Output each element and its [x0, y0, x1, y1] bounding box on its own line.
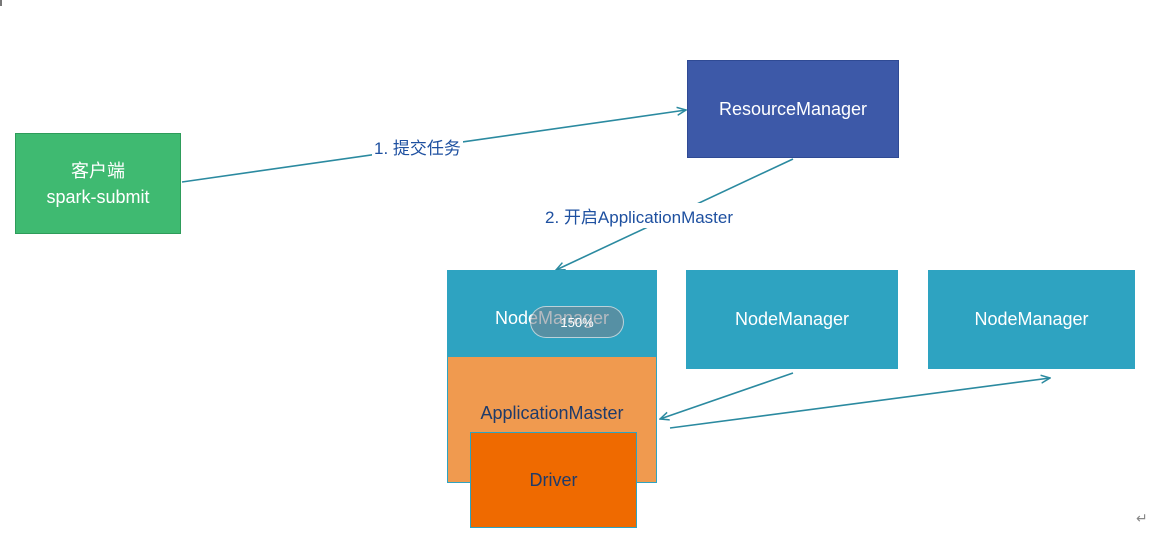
client-node: 客户端 spark-submit [15, 133, 181, 234]
client-title: 客户端 [71, 160, 125, 181]
edge-label-start-am: 2. 开启ApplicationMaster [543, 203, 736, 228]
application-master-label: ApplicationMaster [480, 403, 624, 423]
node-manager-3-label: NodeManager [974, 309, 1089, 329]
node-manager-2-label: NodeManager [734, 309, 850, 329]
client-subtitle: spark-submit [46, 186, 150, 207]
edge-label-submit: 1. 提交任务 [372, 134, 463, 159]
node-manager-3: NodeManager [928, 270, 1135, 369]
node-manager-2: NodeManager [686, 270, 898, 369]
resource-manager-label: ResourceManager [718, 98, 868, 119]
return-icon: ↵ [1136, 510, 1148, 526]
edge-nm2-to-am [660, 372, 794, 419]
corner-tick [0, 0, 2, 6]
driver-node: Driver [470, 432, 637, 528]
resource-manager-node: ResourceManager [687, 60, 899, 158]
zoom-level-badge[interactable]: 150% [530, 306, 624, 338]
edge-am-to-nm3 [669, 378, 1050, 429]
driver-label: Driver [529, 469, 578, 490]
